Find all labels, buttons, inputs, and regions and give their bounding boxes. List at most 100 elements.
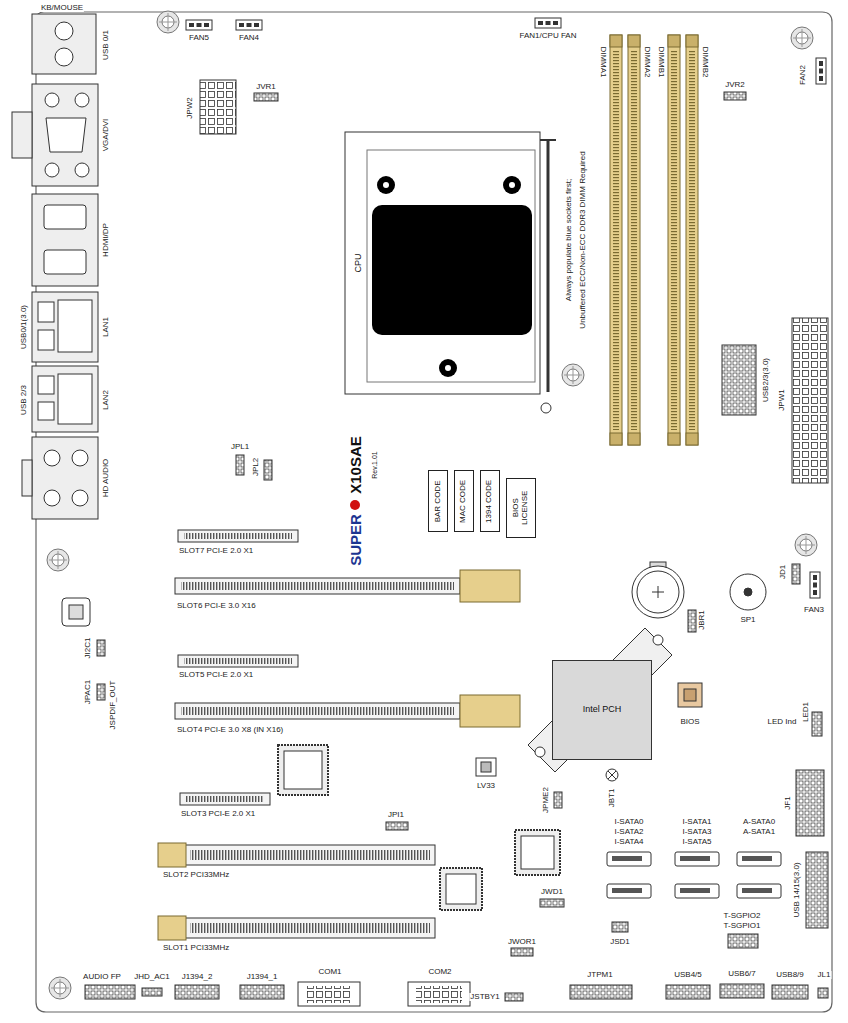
part-label: I-SATA0 (613, 818, 644, 826)
part-label: JWOR1 (507, 938, 537, 946)
io-connector (32, 14, 96, 74)
chip (446, 874, 476, 904)
io-connector (22, 460, 32, 496)
part-label: USB 2/3 (20, 384, 28, 416)
part-label: JSTBY1 (469, 993, 500, 1001)
part-label: BIOS (679, 718, 700, 726)
chip (678, 683, 702, 707)
box-label: BIOS LICENSE (512, 491, 530, 525)
part-label: I-SATA3 (681, 828, 712, 836)
io-connector (75, 163, 89, 177)
pin-header (264, 460, 272, 480)
battery (637, 571, 679, 613)
sata-port (612, 888, 642, 893)
pin-header (386, 822, 408, 830)
dimm-slot (689, 50, 695, 430)
sata-port (675, 884, 719, 898)
part-label: KB/MOUSE (40, 4, 84, 12)
io-connector (38, 402, 54, 420)
io-connector (12, 14, 98, 519)
fan-header (816, 58, 826, 84)
io-connector (44, 205, 86, 229)
part-label: USB2/3(3.0) (762, 357, 770, 403)
io-connector (32, 194, 98, 286)
part-label: VGA/DVI (102, 118, 110, 152)
label-box: BIOS LICENSE (506, 478, 536, 538)
part-label: HD AUDIO (102, 458, 110, 499)
part-label: JVR2 (724, 81, 746, 89)
dimm-slot (628, 35, 640, 445)
box-label: BAR CODE (434, 480, 443, 522)
pci-slot (160, 845, 435, 865)
part-label: Unbuffered ECC/Non-ECC DDR3 DIMM Require… (579, 150, 587, 329)
logo-dot (350, 500, 360, 510)
pin-header (298, 982, 360, 1006)
pin-header (240, 985, 284, 999)
part-label: USB0/1(3.0) (20, 304, 28, 350)
part-label: JBR1 (698, 609, 706, 631)
battery (652, 586, 664, 598)
pci-slot (184, 658, 292, 664)
board-outline (36, 12, 832, 1012)
pin-header (511, 948, 533, 956)
mounting-hole (795, 534, 817, 556)
sata-port (737, 884, 781, 898)
io-connector (44, 250, 86, 274)
dimm-slot (610, 35, 622, 445)
cpu-socket (383, 182, 389, 188)
pci-slot (184, 533, 292, 539)
chip (440, 868, 482, 910)
part-label: JD1 (779, 564, 787, 580)
part-label: I-SATA5 (681, 838, 712, 846)
part-label: FAN2 (799, 64, 807, 86)
pin-header (772, 985, 808, 999)
chip (684, 689, 696, 701)
pin-header (236, 455, 244, 475)
pin-header (175, 985, 219, 999)
part-label: SLOT2 PCI33MHz (162, 871, 230, 879)
box-label: Intel PCH (583, 705, 622, 715)
io-connector (45, 93, 59, 107)
part-label: FAN4 (238, 34, 260, 42)
part-label: T-SGPIO2 (723, 912, 762, 920)
cpu-socket: CPU (345, 132, 540, 394)
chip (535, 747, 545, 757)
box-label: MAC CODE (460, 479, 469, 522)
buzzer (730, 574, 766, 610)
pci-slot (175, 703, 460, 719)
part-label: USB 0/1 (102, 29, 110, 61)
part-label: DIMMA1 (599, 45, 607, 78)
cpu-socket (547, 140, 550, 392)
dimm-slot (610, 35, 698, 445)
io-connector (58, 374, 92, 424)
pci-slot (186, 796, 264, 802)
cpu-socket (445, 365, 451, 371)
sata-port (680, 888, 710, 893)
io-connector (58, 300, 92, 352)
dimm-slot (628, 433, 640, 445)
part-label: JPW2 (186, 96, 194, 119)
io-connector (38, 302, 54, 322)
pin-header (554, 792, 562, 808)
part-label: COM1 (317, 968, 342, 976)
pin-header (85, 92, 828, 1006)
part-label: T-SGPIO1 (723, 922, 762, 930)
part-label: I-SATA1 (681, 818, 712, 826)
part-label: SLOT5 PCI-E 2.0 X1 (178, 671, 254, 679)
io-connector (72, 490, 88, 506)
part-label: LAN1 (102, 316, 110, 338)
part-label: Always populate blue sockets first; (565, 178, 573, 302)
jumper-pad (606, 769, 618, 781)
jumper-pad (606, 769, 618, 781)
chip (528, 628, 672, 772)
part-label: JPME2 (542, 786, 550, 814)
part-label: DIMMB2 (701, 45, 709, 78)
dimm-slot (610, 433, 622, 445)
part-label: HDMI/DP (102, 222, 110, 258)
fan-header (535, 18, 561, 28)
pin-header (728, 934, 758, 948)
chip (515, 830, 560, 875)
pin-header (720, 984, 764, 998)
chip (69, 605, 83, 619)
chip (521, 836, 554, 869)
